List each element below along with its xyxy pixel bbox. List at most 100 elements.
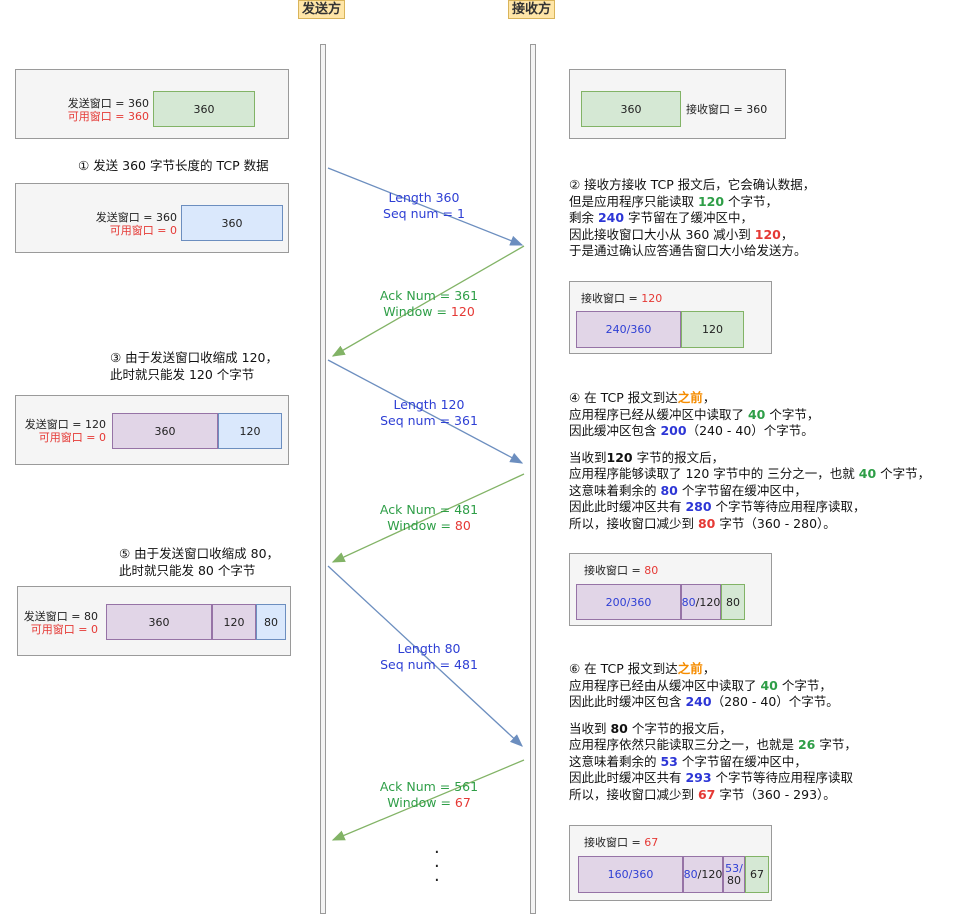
ack-arrow-3 xyxy=(331,759,525,841)
window-value: 80 xyxy=(454,518,471,533)
highlight: 40 xyxy=(747,406,766,422)
text: 个字节留在缓冲区中， xyxy=(677,753,807,769)
step-line: ④ 在 TCP 报文到达之前， xyxy=(569,390,930,407)
text: 这意味着剩余的 xyxy=(569,753,661,769)
text: 字节的报文后， xyxy=(632,449,725,465)
length-text: Length 360 xyxy=(388,190,460,205)
text: 所以，接收窗口减少到 xyxy=(569,515,698,531)
highlight: 之前 xyxy=(677,390,703,405)
text: ， xyxy=(702,661,716,676)
step-line: 因此此时缓冲区共有 293 个字节等待应用程序读取 xyxy=(569,770,857,787)
highlight: 之前 xyxy=(677,661,703,676)
highlight: 240 xyxy=(685,694,712,709)
receive-window-label: 接收窗口 = 360 xyxy=(686,103,768,116)
text: （280 - 40）个字节。 xyxy=(711,694,839,709)
highlight: 240 xyxy=(597,210,625,225)
window-cell: 360 xyxy=(581,91,681,127)
window-cell: 67 xyxy=(745,856,769,893)
highlight: 40 xyxy=(858,466,877,481)
step-line: ⑤ 由于发送窗口收缩成 80， xyxy=(119,546,280,561)
text: 因此缓冲区包含 xyxy=(569,423,661,438)
window-cell: 120 xyxy=(212,604,256,640)
text: 个字节， xyxy=(724,193,779,209)
window-cell: 360 xyxy=(106,604,212,640)
cell-part: /120 xyxy=(695,595,721,609)
spacer xyxy=(569,440,930,450)
window-text: Window = xyxy=(383,304,451,319)
step-2-text: ② 接收方接收 TCP 报文后，它会确认数据， 但是应用程序只能读取 120 个… xyxy=(569,177,815,260)
ack-text: Ack Num = 481 xyxy=(379,502,479,517)
available-window-label: 可用窗口 = 360 xyxy=(67,110,149,123)
text: （240 - 40）个字节。 xyxy=(686,423,814,438)
step-line: 当收到120 字节的报文后， xyxy=(569,450,930,467)
receive-window-label: 接收窗口 = xyxy=(584,564,645,577)
step-line: 这意味着剩余的 53 个字节留在缓冲区中， xyxy=(569,754,857,771)
cell-part: 80 xyxy=(681,595,696,609)
step-line: 所以，接收窗口减少到 80 字节（360 - 280）。 xyxy=(569,516,930,533)
text: 字节（360 - 293）。 xyxy=(715,786,836,802)
highlight: 67 xyxy=(697,786,716,802)
text: 因此此时缓冲区共有 xyxy=(569,499,686,514)
available-window-label: 可用窗口 = 0 xyxy=(109,224,177,237)
step-line: 应用程序已经由从缓冲区中读取了 40 个字节， xyxy=(569,678,857,695)
window-cell: 120 xyxy=(681,311,744,348)
ack-text: Ack Num = 561 xyxy=(379,779,479,794)
window-cell: 360 xyxy=(112,413,218,449)
highlight: 120 xyxy=(697,193,725,209)
step-line: 于是通过确认应答通告窗口大小给发送方。 xyxy=(569,243,807,258)
text: 个字节， xyxy=(777,677,832,693)
seq-text: Seq num = 361 xyxy=(380,413,478,428)
window-value: 120 xyxy=(450,304,475,319)
highlight: 40 xyxy=(760,677,778,693)
highlight: 80 xyxy=(697,515,716,531)
window-cell: 80 xyxy=(256,604,286,640)
message-label-2: Ack Num = 361 Window = 120 xyxy=(374,288,484,320)
receive-window-label: 接收窗口 = xyxy=(581,292,642,305)
send-window-label: 发送窗口 = 120 xyxy=(24,418,106,431)
text: 应用程序已经从缓冲区中读取了 xyxy=(569,406,748,422)
sender-window-panel-1: 发送窗口 = 360 可用窗口 = 360 360 xyxy=(15,69,289,139)
text: 应用程序能够读取了 120 字节中的 三分之一，也就 xyxy=(569,466,859,481)
step-line: 应用程序依然只能读取三分之一，也就是 26 字节， xyxy=(569,737,857,754)
highlight: 293 xyxy=(685,770,712,785)
receiver-window-panel-2: 接收窗口 = 120 240/360 120 xyxy=(569,281,772,354)
text: 因此接收窗口大小从 360 减小到 xyxy=(569,226,755,242)
text: ④ 在 TCP 报文到达 xyxy=(569,390,678,405)
highlight: 120 xyxy=(754,226,781,242)
window-cell: 120 xyxy=(218,413,282,449)
text: 个字节等待应用程序读取 xyxy=(711,770,854,785)
send-window-label: 发送窗口 = 360 xyxy=(95,211,177,224)
window-cell: 80 xyxy=(721,584,745,620)
continuation-dots-icon: ··· xyxy=(434,842,440,891)
text: 当收到 xyxy=(569,720,611,736)
sender-window-panel-4: 发送窗口 = 80 可用窗口 = 0 360 120 80 xyxy=(17,586,291,656)
text: 字节（360 - 280）。 xyxy=(715,515,836,531)
step-line: ⑥ 在 TCP 报文到达之前， xyxy=(569,661,857,678)
message-label-6: Ack Num = 561 Window = 67 xyxy=(374,779,484,811)
text: 个字节等待应用程序读取， xyxy=(711,499,866,514)
sender-window-panel-3: 发送窗口 = 120 可用窗口 = 0 360 120 xyxy=(15,395,289,465)
receiver-window-panel-1: 360 接收窗口 = 360 xyxy=(569,69,786,139)
cell-part: 80 xyxy=(683,868,698,881)
cell-part: /120 xyxy=(697,868,723,881)
step-line: 这意味着剩余的 80 个字节留在缓冲区中， xyxy=(569,483,930,500)
highlight: 280 xyxy=(685,499,712,514)
send-arrow-2 xyxy=(327,359,524,464)
message-label-3: Length 120 Seq num = 361 xyxy=(374,397,484,429)
step-4-text: ④ 在 TCP 报文到达之前， 应用程序已经从缓冲区中读取了 40 个字节， 因… xyxy=(569,390,930,532)
message-label-4: Ack Num = 481 Window = 80 xyxy=(374,502,484,534)
window-cell: 53/80 xyxy=(723,856,745,893)
step-line: 因此接收窗口大小从 360 减小到 120， xyxy=(569,227,815,244)
step-line: 因此此时缓冲区包含 240（280 - 40）个字节。 xyxy=(569,694,857,711)
window-cell: 160/360 xyxy=(578,856,683,893)
seq-text: Seq num = 481 xyxy=(380,657,478,672)
text: 但是应用程序只能读取 xyxy=(569,193,698,209)
window-cell: 200/360 xyxy=(576,584,681,620)
text: 所以，接收窗口减少到 xyxy=(569,786,698,802)
length-text: Length 120 xyxy=(393,397,465,412)
step-6-text: ⑥ 在 TCP 报文到达之前， 应用程序已经由从缓冲区中读取了 40 个字节， … xyxy=(569,661,857,803)
length-text: Length 80 xyxy=(397,641,461,656)
ack-arrow-2 xyxy=(331,473,525,563)
receive-window-value: 80 xyxy=(644,564,659,577)
